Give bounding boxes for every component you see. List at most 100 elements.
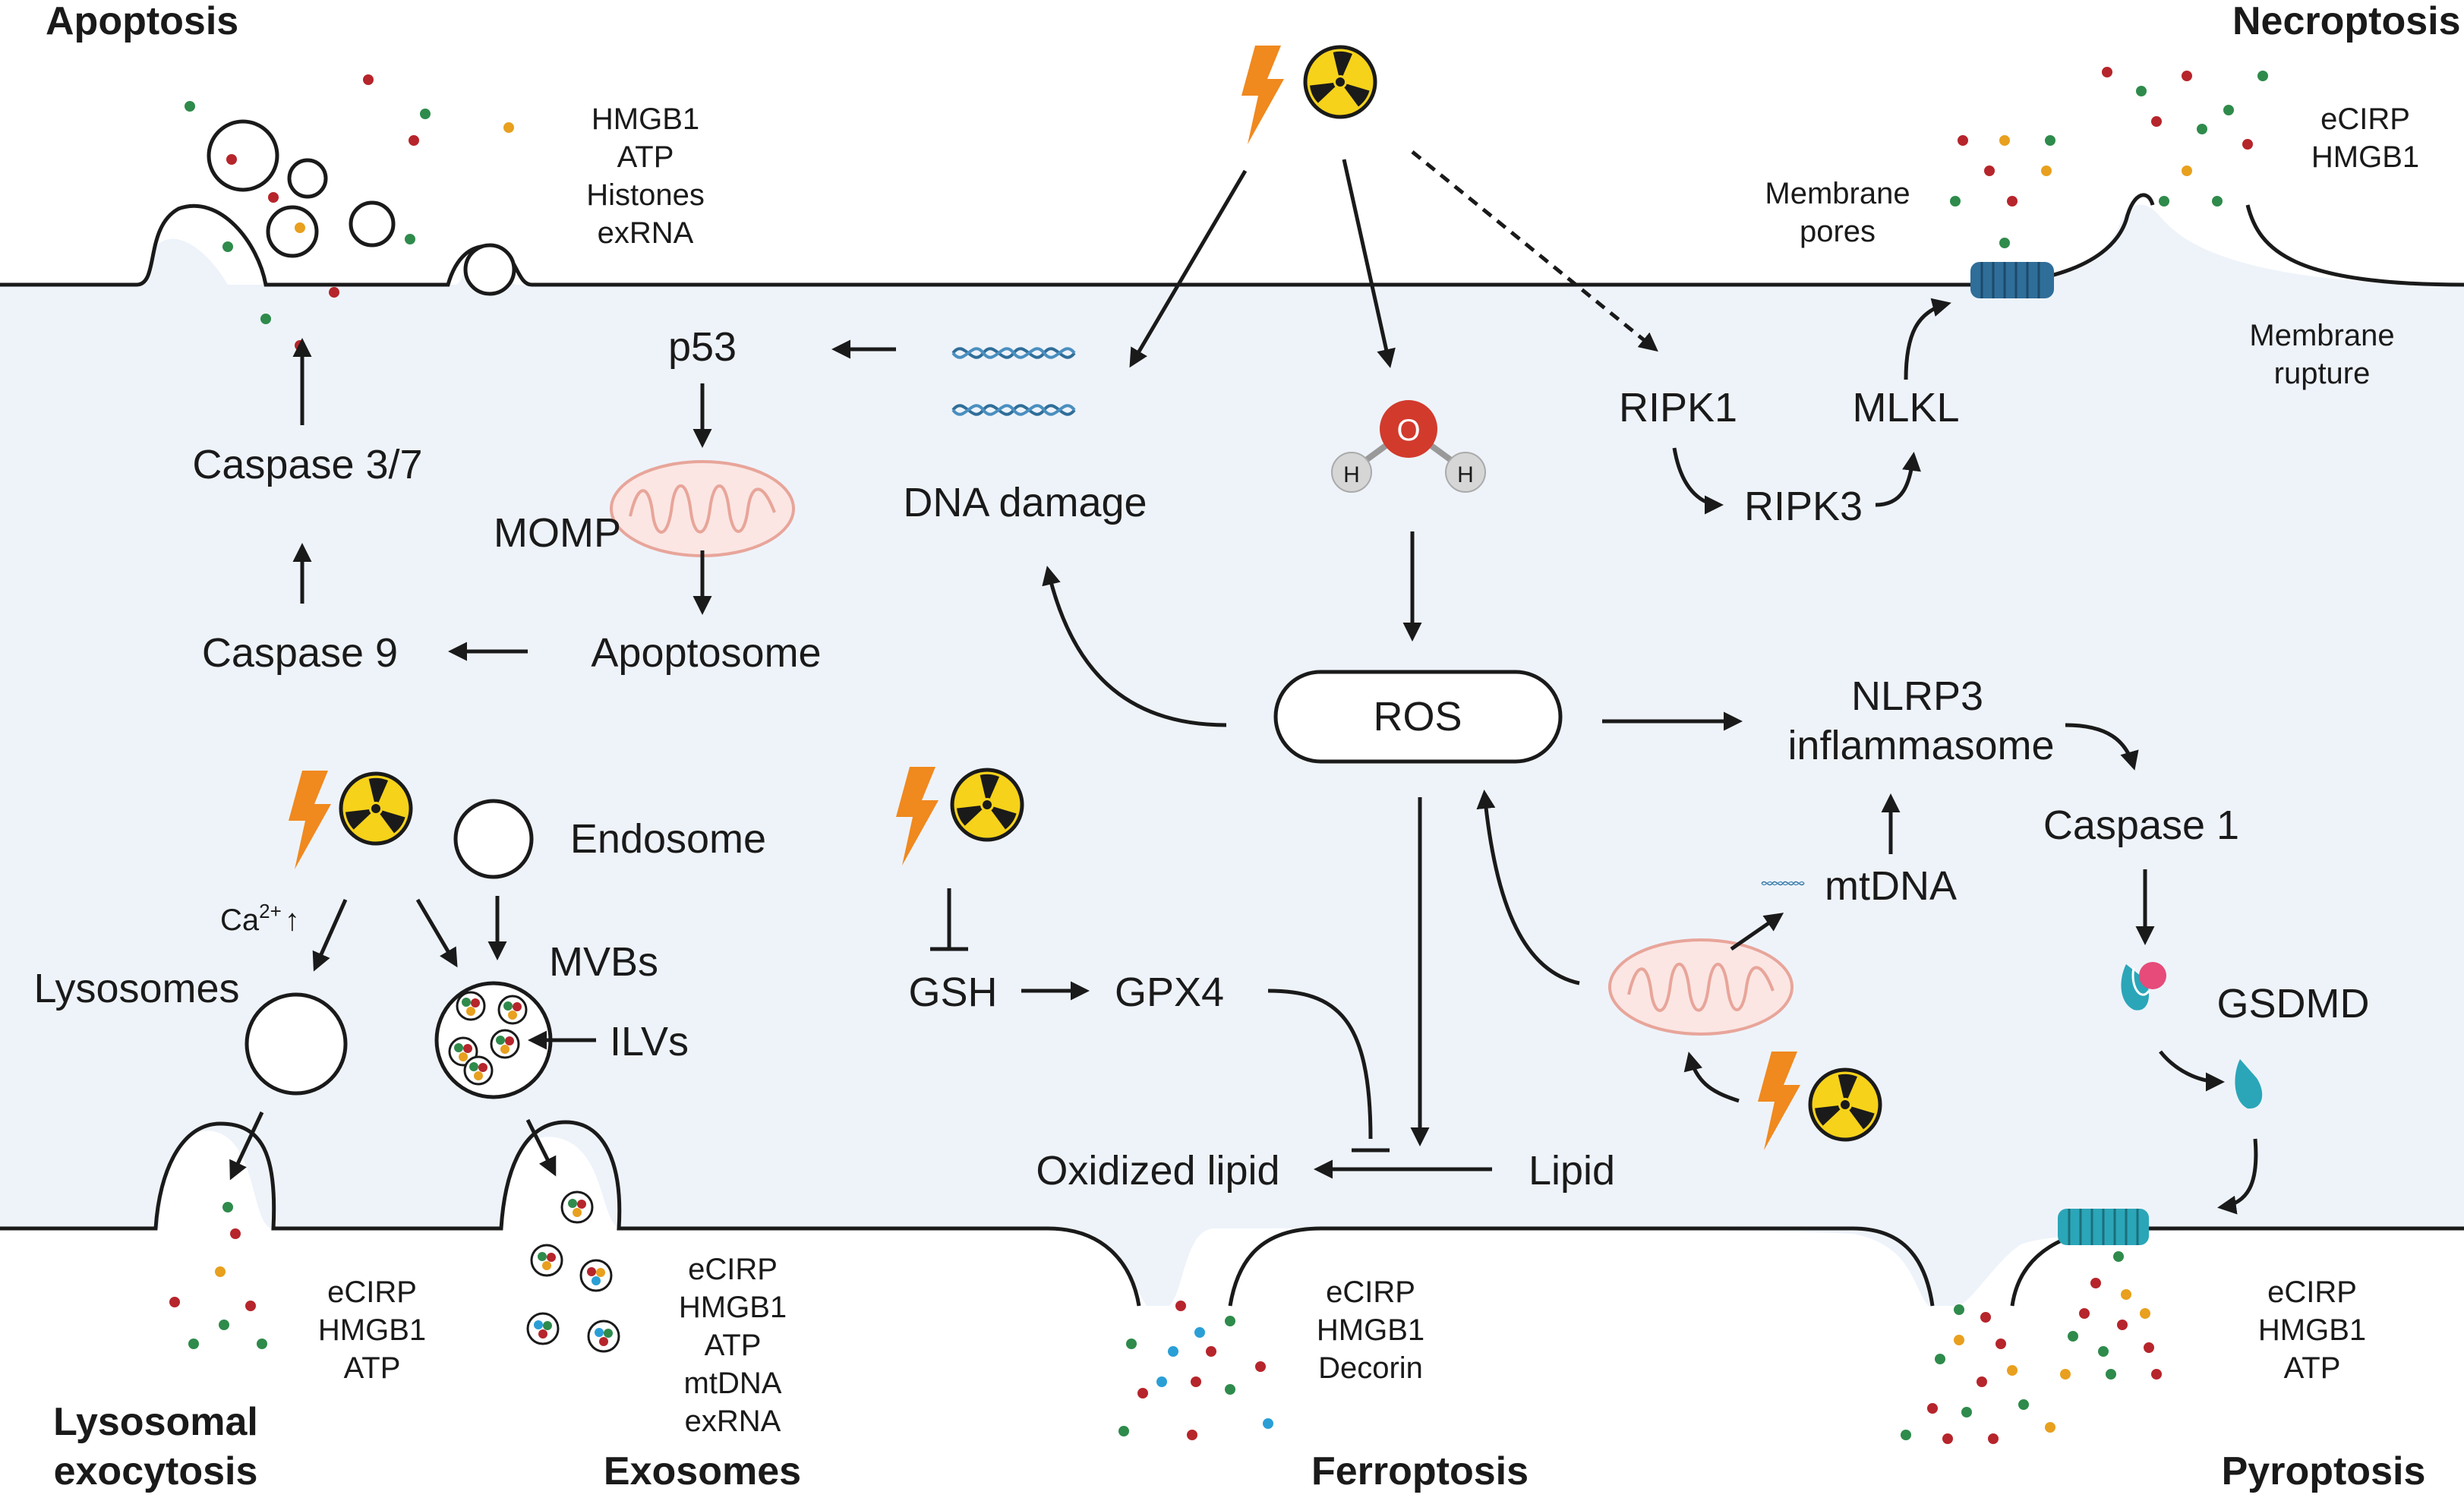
release-item: HMGB1: [318, 1313, 426, 1347]
molecule-dot: [185, 101, 195, 112]
molecule-dot: [257, 1339, 267, 1349]
molecule-dot: [2151, 116, 2162, 127]
molecule-dot: [2144, 1342, 2154, 1353]
exosome-cargo: [568, 1199, 577, 1208]
exosome: [560, 1190, 594, 1224]
molecule-dot: [2136, 86, 2147, 96]
exosome: [526, 1312, 560, 1345]
label-ros: ROS: [1373, 694, 1462, 739]
molecule-dot: [1958, 135, 1968, 146]
label-endosome: Endosome: [570, 816, 766, 862]
molecule-dot: [2007, 196, 2018, 207]
pyroptosis-pore-icon: [2058, 1209, 2149, 1245]
top-membrane-right: [2245, 204, 2464, 287]
exosome-cargo: [538, 1252, 547, 1261]
molecule-dot: [2121, 1289, 2131, 1300]
ilv-cargo: [513, 1002, 522, 1011]
exosome-cargo: [604, 1329, 613, 1338]
release-item: exRNA: [598, 216, 694, 250]
release-item: ATP: [344, 1351, 401, 1385]
ilv-cargo: [466, 1007, 475, 1016]
exosome-cargo: [543, 1321, 552, 1330]
label-caspase-1: Caspase 1: [2043, 803, 2239, 848]
released-molecules: [169, 67, 2268, 1444]
molecule-dot: [1126, 1339, 1137, 1349]
molecule-dot: [2223, 105, 2234, 115]
label-membrane-rupture-1: Membrane: [2249, 319, 2394, 352]
exosome-cargo: [573, 1208, 582, 1217]
label-nlrp3: NLRP3: [1851, 673, 1983, 719]
molecule-dot: [2079, 1308, 2090, 1319]
release-item: eCIRP: [1326, 1276, 1415, 1309]
exosome-cargo: [534, 1320, 543, 1329]
molecule-dot: [245, 1301, 256, 1311]
release-item: eCIRP: [327, 1276, 417, 1309]
molecule-dot: [226, 154, 237, 165]
molecule-dot: [363, 74, 374, 85]
title-apoptosis: Apoptosis: [46, 0, 238, 43]
molecule-dot: [503, 122, 514, 133]
ilv-cargo: [505, 1036, 514, 1045]
title-necroptosis: Necroptosis: [2232, 0, 2461, 43]
molecule-dot: [2102, 67, 2112, 77]
label-mtdna: mtDNA: [1825, 863, 1957, 909]
svg-text:O: O: [1396, 414, 1420, 447]
label-membrane-pores-2: pores: [1800, 215, 1876, 248]
ilv-cargo: [471, 998, 480, 1007]
molecule-dot: [1935, 1354, 1945, 1364]
molecule-dot: [2045, 1422, 2055, 1433]
molecule-dot: [1118, 1426, 1129, 1436]
ilv-cargo: [462, 998, 471, 1007]
molecule-dot: [1137, 1388, 1148, 1399]
molecule-dot: [2113, 1251, 2124, 1262]
molecule-dot: [1225, 1316, 1235, 1326]
molecule-dot: [2106, 1369, 2116, 1380]
apoptotic-body: [349, 200, 396, 248]
molecule-dot: [1977, 1376, 1987, 1387]
molecule-dot: [230, 1228, 241, 1239]
molecule-dot: [2041, 166, 2052, 176]
ilv-cargo: [503, 1001, 513, 1011]
exosome: [587, 1320, 620, 1353]
exosome-cargo: [542, 1261, 551, 1270]
apoptotic-body: [266, 205, 319, 258]
molecule-dot: [1984, 166, 1995, 176]
release-item: mtDNA: [684, 1367, 782, 1400]
exosome: [530, 1244, 563, 1277]
molecule-dot: [1954, 1335, 1964, 1345]
molecule-dot: [2018, 1399, 2029, 1410]
molecule-dot: [1927, 1403, 1938, 1414]
label-inflammasome: inflammasome: [1787, 723, 2054, 768]
title-ferroptosis: Ferroptosis: [1311, 1449, 1529, 1493]
molecule-dot: [2090, 1278, 2101, 1288]
exosome-cargo: [577, 1200, 586, 1209]
release-item: ATP: [617, 140, 674, 174]
label-momp: MOMP: [494, 510, 621, 556]
exosome-cargo: [595, 1328, 604, 1337]
release-item: HMGB1: [592, 102, 699, 136]
label-mvbs: MVBs: [549, 939, 658, 985]
ilv-cargo: [469, 1062, 478, 1071]
molecule-dot: [2117, 1320, 2128, 1330]
bottom-membrane-mid: [1228, 1226, 1935, 1307]
molecule-dot: [2060, 1369, 2071, 1380]
label-ilvs: ILVs: [610, 1019, 689, 1064]
molecule-dot: [2151, 1369, 2162, 1380]
molecule-dot: [1942, 1433, 1953, 1444]
ilv-cargo: [500, 1045, 510, 1054]
ilv-cargo: [474, 1071, 483, 1080]
exosome-cargo: [587, 1267, 596, 1276]
label-p53: p53: [668, 324, 737, 370]
molecule-dot: [329, 287, 339, 298]
title-pyroptosis: Pyroptosis: [2222, 1449, 2426, 1493]
molecule-dot: [268, 192, 279, 203]
apoptotic-body: [463, 243, 516, 296]
necroptosis-pore-icon: [1970, 262, 2054, 298]
molecule-dot: [1168, 1346, 1178, 1357]
molecule-dot: [188, 1339, 199, 1349]
molecule-dot: [420, 109, 431, 119]
